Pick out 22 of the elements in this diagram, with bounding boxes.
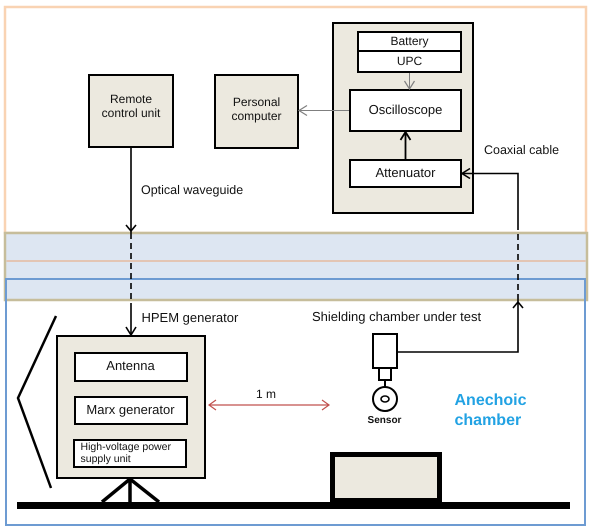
device-box: Remote control unit	[88, 74, 174, 148]
annotation-text: Shielding chamber under test	[312, 309, 482, 324]
dimension-label: 1 m	[256, 387, 276, 402]
component-box: Attenuator	[349, 159, 462, 188]
equipment-rack	[332, 22, 474, 214]
device-box: Personal computer	[214, 74, 299, 149]
edge-label: Optical waveguide	[141, 183, 244, 198]
component-box: UPC	[357, 52, 462, 73]
component-box: High-voltage power supply unit	[72, 438, 186, 468]
chamber-label: Anechoic chamber	[454, 390, 528, 430]
chamber-outline	[5, 278, 586, 526]
arrow	[404, 72, 416, 90]
component-box: Marx generator	[74, 396, 188, 424]
node-label: Sensor	[366, 414, 402, 426]
component-box: Oscilloscope	[349, 89, 462, 132]
arrow	[298, 104, 350, 116]
arrow	[400, 131, 412, 159]
component-box: Battery	[357, 31, 462, 52]
enclosure-box	[330, 452, 442, 502]
component-box: Antenna	[74, 352, 188, 382]
edge-label: Coaxial cable	[484, 143, 560, 158]
node-heading: HPEM generator	[142, 310, 238, 324]
